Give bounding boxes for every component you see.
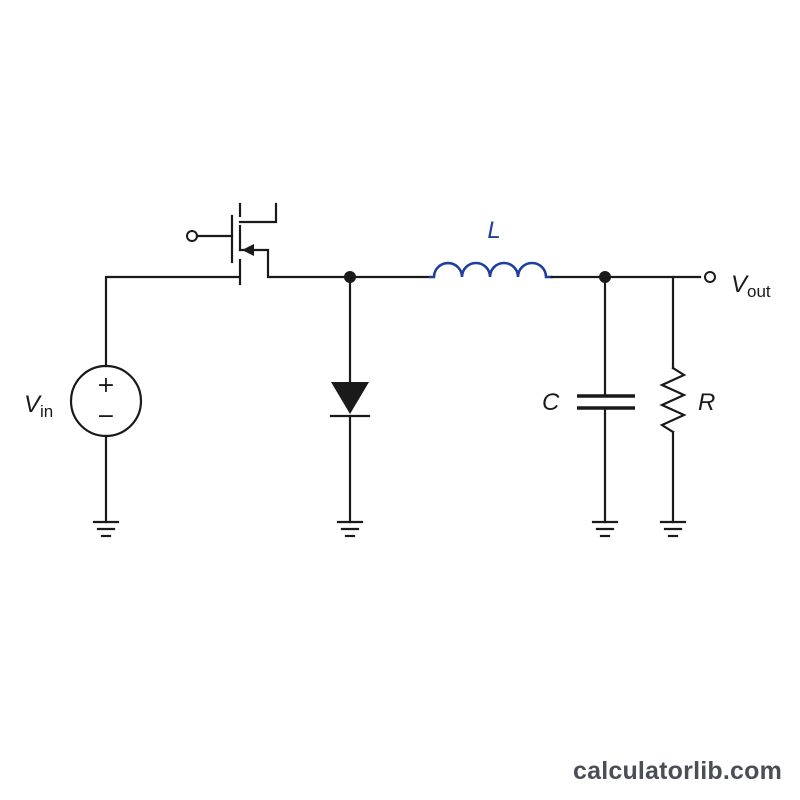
ground-icon <box>591 520 619 538</box>
mosfet-icon <box>186 202 352 286</box>
watermark: calculatorlib.com <box>572 757 782 785</box>
voltage-source-icon: + − <box>69 275 240 524</box>
diode-icon <box>329 275 371 524</box>
ground-icon <box>92 520 120 538</box>
gate-terminal[interactable] <box>186 230 198 242</box>
inductor-label: L <box>487 217 500 244</box>
inductor-icon <box>428 261 554 279</box>
resistor-icon <box>659 275 687 524</box>
capacitor-label: C <box>542 389 560 416</box>
ground-icon <box>336 520 364 538</box>
capacitor-icon <box>577 275 635 524</box>
vin-label: Vin <box>24 391 53 421</box>
vout-label: Vout <box>731 271 771 301</box>
source-minus-sign: − <box>97 404 115 429</box>
resistor-label: R <box>698 389 715 416</box>
ground-icon <box>659 520 687 538</box>
source-plus-sign: + <box>97 373 115 398</box>
output-terminal[interactable] <box>704 271 716 283</box>
